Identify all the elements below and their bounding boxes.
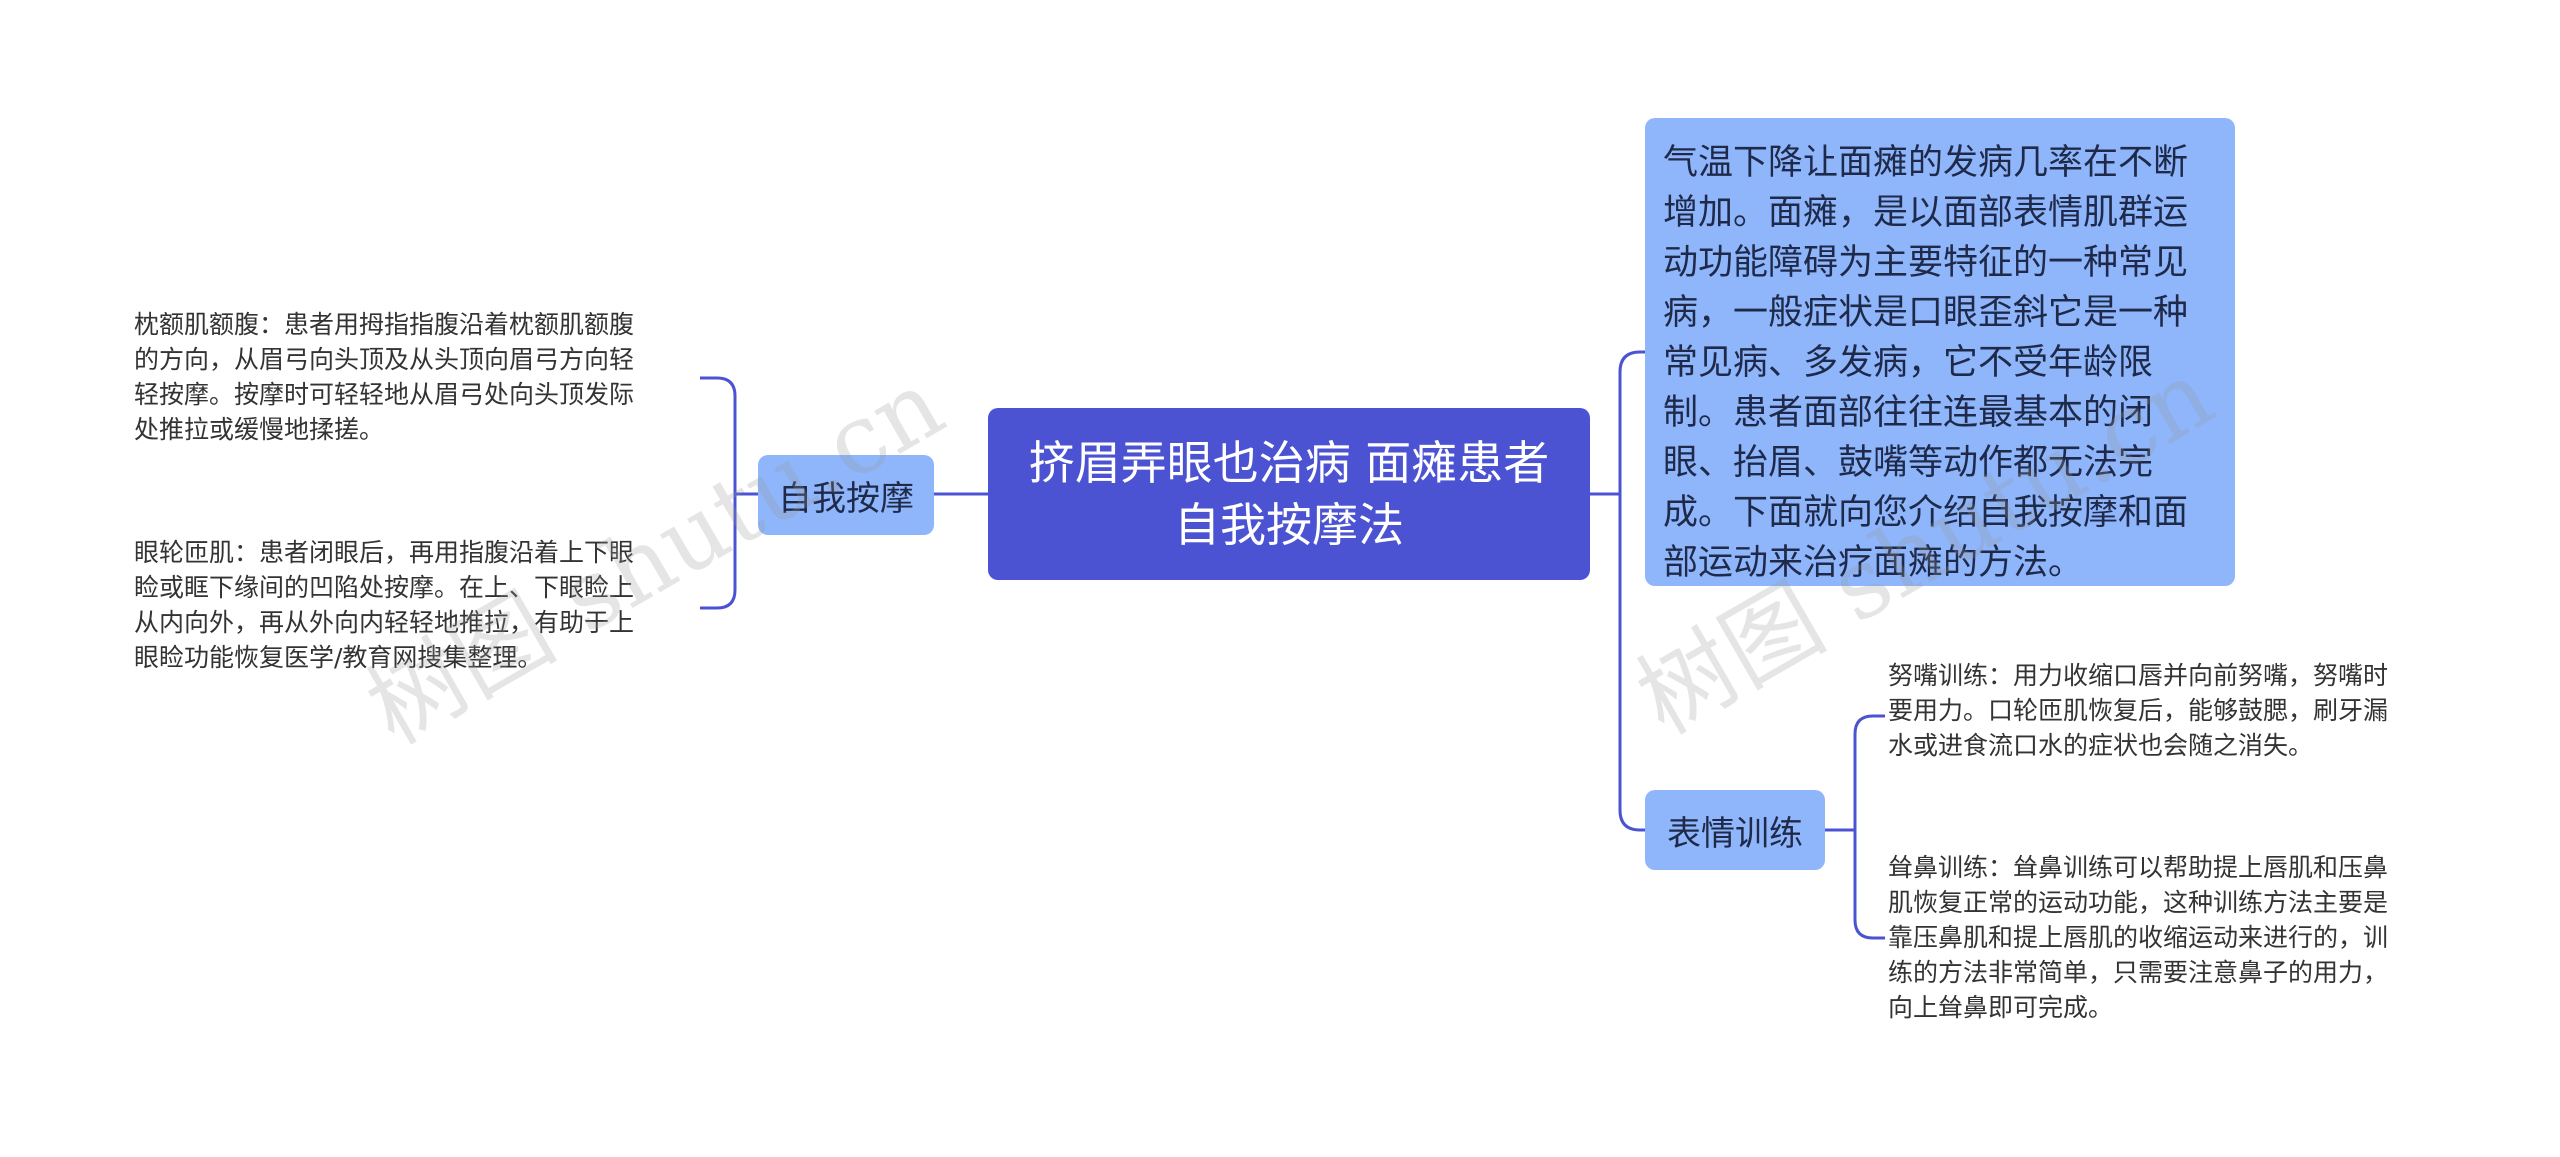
root-topic[interactable]: 挤眉弄眼也治病 面瘫患者自我按摩法 xyxy=(988,408,1590,580)
leaf-pout-training[interactable]: 努嘴训练：用力收缩口唇并向前努嘴，努嘴时 要用力。口轮匝肌恢复后，能够鼓腮，刷牙… xyxy=(1888,661,2389,760)
connector-root-right xyxy=(1590,350,1645,832)
leaf-orbicularis-oculi-massage[interactable]: 眼轮匝肌：患者闭眼后，再用指腹沿着上下眼 睑或眶下缘间的凹陷处按摩。在上、下眼睑… xyxy=(134,538,635,672)
leaf-nose-shrug-training[interactable]: 耸鼻训练：耸鼻训练可以帮助提上唇肌和压鼻 肌恢复正常的运动功能，这种训练方法主要… xyxy=(1888,853,2389,1022)
branch-expression-training[interactable]: 表情训练 xyxy=(1645,790,1825,870)
connector-expression-leaves xyxy=(1825,714,1885,940)
connector-self-massage-leaves xyxy=(700,376,758,610)
branch-self-massage-label: 自我按摩 xyxy=(778,478,914,519)
leaf-frontalis-massage[interactable]: 枕额肌额腹：患者用拇指指腹沿着枕额肌额腹 的方向，从眉弓向头顶及从头顶向眉弓方向… xyxy=(134,310,635,444)
branch-self-massage[interactable]: 自我按摩 xyxy=(758,455,934,535)
branch-expression-training-label: 表情训练 xyxy=(1667,813,1803,854)
root-topic-label: 挤眉弄眼也治病 面瘫患者自我按摩法 xyxy=(1028,436,1550,552)
intro-topic[interactable]: 气温下降让面瘫的发病几率在不断增加。面瘫，是以面部表情肌群运动功能障碍为主要特征… xyxy=(1645,118,2235,586)
intro-topic-text: 气温下降让面瘫的发病几率在不断增加。面瘫，是以面部表情肌群运动功能障碍为主要特征… xyxy=(1663,143,2189,583)
